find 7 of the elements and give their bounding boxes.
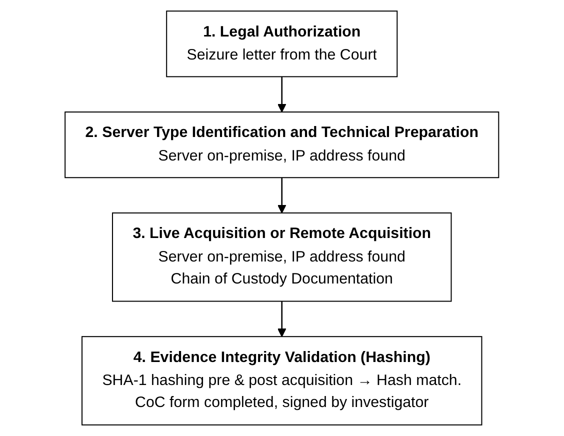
arrow: [278, 76, 286, 112]
arrow: [278, 178, 286, 214]
node-box: 3. Live Acquisition or Remote Acquisition Server on-premise, IP address found Chain of Custody Documentation: [112, 212, 452, 302]
arrow: [278, 301, 286, 337]
node-box: 4. Evidence Integrity Validation (Hashing) SHA-1 hashing pre & post acquisition → Hash match. CoC form completed, signed by investigator: [82, 336, 482, 426]
node-box: 1. Legal Authorization Seizure letter from the Court: [166, 10, 398, 78]
node-box: 2. Server Type Identification and Technical Preparation Server on-premise, IP address found: [64, 112, 500, 178]
